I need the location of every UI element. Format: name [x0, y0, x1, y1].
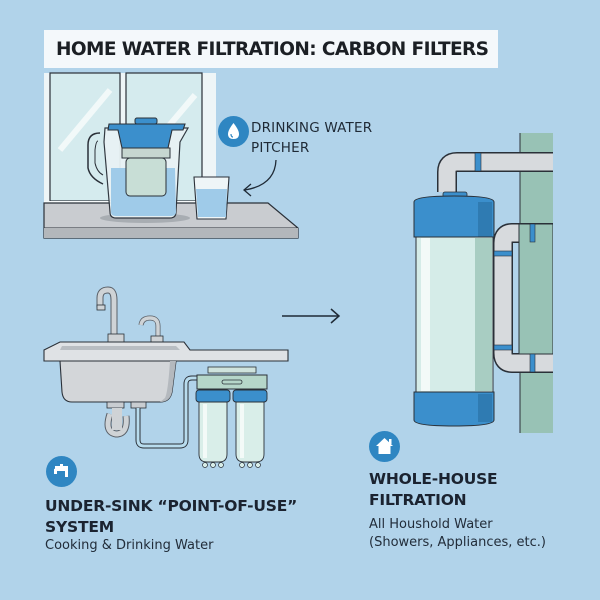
- water-glass: [193, 176, 230, 220]
- whole-house-subtitle-line1: All Houshold Water: [369, 517, 493, 532]
- under-sink-filter-unit: [195, 366, 268, 468]
- under-sink-title-line2: SYSTEM: [45, 518, 114, 536]
- pitcher-label-line1: DRINKING WATER: [251, 120, 373, 136]
- whole-house-title: WHOLE-HOUSE FILTRATION: [369, 469, 498, 511]
- whole-house-title-line2: FILTRATION: [369, 491, 467, 509]
- right-arrow: [282, 308, 341, 324]
- whole-house-title-line1: WHOLE-HOUSE: [369, 470, 498, 488]
- whole-house-subtitle-line2: (Showers, Appliances, etc.): [369, 535, 546, 550]
- whole-house-scene: [413, 130, 600, 440]
- under-sink-title-line1: UNDER-SINK “POINT-OF-USE”: [45, 497, 298, 515]
- pitcher-label: DRINKING WATER PITCHER: [251, 118, 372, 158]
- house-icon: [369, 431, 400, 462]
- faucet-icon: [46, 456, 77, 487]
- pitcher-arrow: [244, 159, 277, 191]
- water-drop-icon: [218, 116, 249, 147]
- sink-scene: [43, 286, 289, 449]
- water-pitcher: [87, 117, 190, 223]
- page-title: HOME WATER FILTRATION: CARBON FILTERS: [56, 38, 489, 60]
- whole-house-subtitle: All Houshold Water (Showers, Appliances,…: [369, 516, 546, 552]
- pitcher-label-line2: PITCHER: [251, 140, 310, 156]
- title-banner: HOME WATER FILTRATION: CARBON FILTERS: [44, 30, 498, 68]
- under-sink-title: UNDER-SINK “POINT-OF-USE” SYSTEM: [45, 496, 297, 538]
- under-sink-subtitle: Cooking & Drinking Water: [45, 538, 214, 553]
